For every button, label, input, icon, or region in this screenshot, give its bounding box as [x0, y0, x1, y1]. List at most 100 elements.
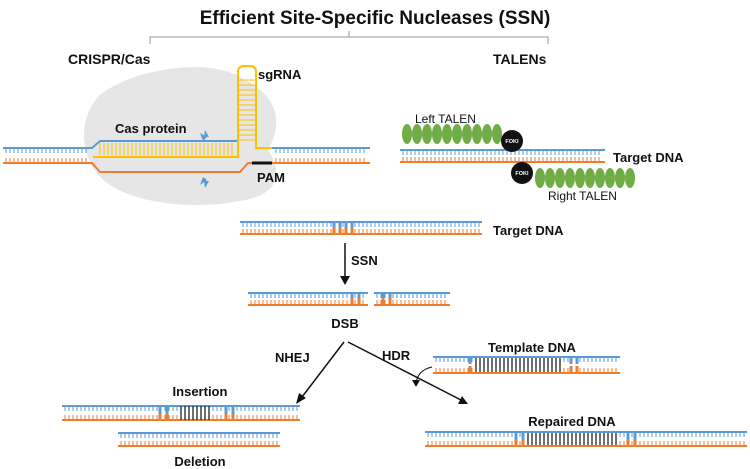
dsb-left-mark-bottom — [357, 298, 361, 304]
template-dna-mark-top — [575, 358, 579, 364]
title-bracket — [149, 31, 549, 44]
repaired-dna-mark-top — [521, 433, 525, 439]
left-talen-repeat — [442, 124, 452, 144]
target-dna — [240, 221, 482, 235]
sgrna-label: sgRNA — [258, 67, 302, 82]
right-talen-repeat — [605, 168, 615, 188]
repaired-dna-mark-bottom — [521, 439, 525, 445]
dsb-right-mark-top — [381, 294, 385, 300]
target-dna-mark-top — [344, 223, 348, 229]
insertion-dna-mark-bottom — [231, 413, 235, 419]
dsb-label: DSB — [331, 316, 358, 331]
foki-right-icon: FOKI — [511, 162, 533, 184]
template-dna-mark-bottom — [468, 366, 472, 372]
left-talen-repeat — [452, 124, 462, 144]
repaired-dna — [425, 431, 747, 447]
repaired-dna-mark-top — [633, 433, 637, 439]
right-talen-repeat — [585, 168, 595, 188]
left-talen-repeat — [432, 124, 442, 144]
hdr-arrow — [347, 341, 462, 401]
right-talen-repeat — [625, 168, 635, 188]
right-talen-repeat — [595, 168, 605, 188]
crispr-heading: CRISPR/Cas — [68, 51, 151, 67]
foki-left-icon: FOKI — [501, 130, 523, 152]
sgrna-hairpin-pairs — [99, 79, 255, 155]
deletion-label: Deletion — [174, 454, 225, 469]
ssn-label: SSN — [351, 253, 378, 268]
foki-right-label: FOKI — [515, 171, 529, 177]
insertion-dna-mark-top — [158, 407, 162, 413]
insertion-dna-mark-top — [224, 407, 228, 413]
repaired-dna-mark-bottom — [633, 439, 637, 445]
template-dna-mark-bottom — [575, 366, 579, 372]
insertion-dna-mark-top — [165, 407, 169, 413]
target-dna-mark-bottom — [338, 227, 342, 233]
repaired-dna-mark-top — [514, 433, 518, 439]
target-dna-mark-top — [338, 223, 342, 229]
ssn-arrowhead — [340, 276, 350, 285]
insertion-dna-mark-bottom — [158, 413, 162, 419]
insertion-dna-mark-bottom — [224, 413, 228, 419]
insertion-dna-mark-bottom — [165, 413, 169, 419]
sgrna-strand — [93, 65, 272, 158]
repaired-dna-mark-bottom — [514, 439, 518, 445]
target-dna-mark-bottom — [344, 227, 348, 233]
right-talen-repeat — [535, 168, 545, 188]
template-dna-label: Template DNA — [488, 340, 576, 355]
target-dna-mark-bottom — [350, 227, 354, 233]
dsb-right-mark-top — [388, 294, 392, 300]
talens-heading: TALENs — [493, 51, 547, 67]
repaired-dna-mark-bottom — [626, 439, 630, 445]
right-talen-label: Right TALEN — [548, 189, 617, 203]
insertion-dna — [62, 405, 300, 421]
cas-protein-label: Cas protein — [115, 121, 187, 136]
right-talen-repeat — [565, 168, 575, 188]
crispr-dna — [3, 140, 370, 173]
template-curved-arrowhead — [412, 380, 420, 387]
target-dna-label: Target DNA — [493, 223, 564, 238]
talen-target-dna-label: Target DNA — [613, 150, 684, 165]
hdr-arrowhead — [458, 396, 468, 404]
cut-site-icon-top — [200, 130, 209, 141]
insertion-dna-mark-top — [231, 407, 235, 413]
template-dna-mark-top — [569, 358, 573, 364]
nhej-arrowhead — [296, 393, 306, 404]
dsb-right-mark-bottom — [381, 298, 385, 304]
template-dna-mark-bottom — [569, 366, 573, 372]
nhej-label: NHEJ — [275, 350, 310, 365]
target-dna-mark-top — [332, 223, 336, 229]
dsb-left-mark-top — [350, 294, 354, 300]
insertion-label: Insertion — [173, 384, 228, 399]
repaired-dna-mark-top — [626, 433, 630, 439]
left-talen-repeat — [462, 124, 472, 144]
crispr-top-strand — [3, 140, 370, 149]
left-talen-repeat — [482, 124, 492, 144]
right-talen-repeat — [555, 168, 565, 188]
foki-left-label: FOKI — [505, 139, 519, 145]
target-dna-mark-top — [350, 223, 354, 229]
dsb-right-mark-bottom — [388, 298, 392, 304]
left-talen-repeat — [492, 124, 502, 144]
left-talen-label: Left TALEN — [415, 112, 476, 126]
template-dna — [433, 356, 620, 374]
dsb-left-mark-bottom — [350, 298, 354, 304]
left-talen-repeat — [422, 124, 432, 144]
right-talen-repeats — [535, 168, 635, 188]
left-talen-repeat — [472, 124, 482, 144]
pam-label: PAM — [257, 170, 285, 185]
right-talen-repeat — [615, 168, 625, 188]
right-talen-repeat — [575, 168, 585, 188]
left-talen-repeat — [402, 124, 412, 144]
left-talen-repeat — [412, 124, 422, 144]
cut-site-icon-bottom — [200, 177, 209, 188]
cas-protein-blob — [83, 67, 277, 205]
nhej-arrow — [301, 341, 345, 398]
left-talen-repeats — [402, 124, 502, 144]
target-dna-mark-bottom — [332, 227, 336, 233]
deletion-dna — [118, 432, 280, 447]
right-talen-repeat — [545, 168, 555, 188]
dsb-dna — [248, 292, 450, 306]
repaired-dna-label: Repaired DNA — [528, 414, 616, 429]
